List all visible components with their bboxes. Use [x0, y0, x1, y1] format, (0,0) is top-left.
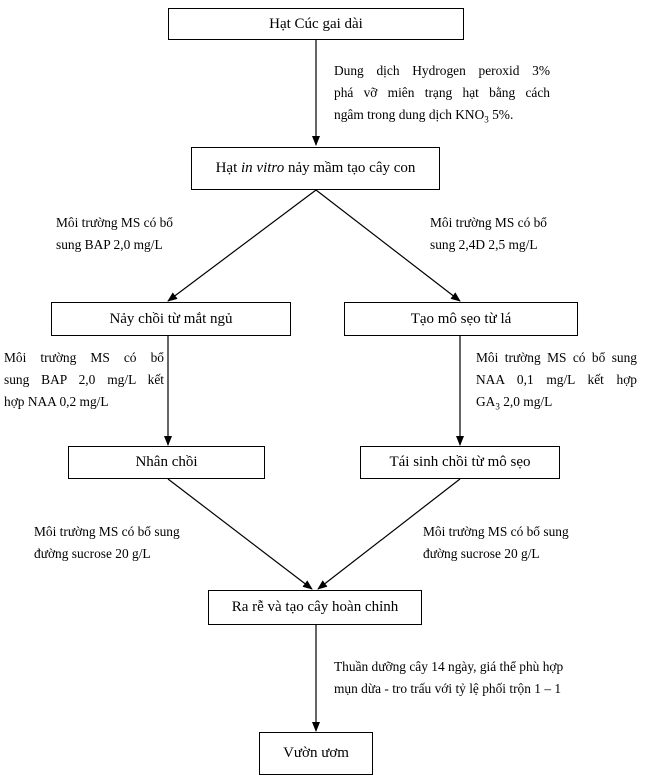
node-shoot-bud: Nảy chồi từ mắt ngủ	[51, 302, 291, 336]
node-regenerate: Tái sinh chồi từ mô sẹo	[360, 446, 560, 479]
label-bap-naa-line3: hợp NAA 0,2 mg/L	[4, 394, 109, 409]
node-nursery: Vườn ươm	[259, 732, 373, 775]
label-acclimatize: Thuần dưỡng cây 14 ngày, giá thể phù hợp…	[334, 659, 564, 696]
node-callus-label: Tạo mô sẹo từ lá	[410, 310, 512, 327]
label-naa-ga: Môi trường MS có bổ sung NAA 0,1 mg/L kế…	[476, 350, 637, 387]
label-2-4d-right: Môi trường MS có bổ sung 2,4D 2,5 mg/L	[430, 215, 548, 252]
node-callus: Tạo mô sẹo từ lá	[344, 302, 578, 336]
label-sucrose-right: Môi trường MS có bổ sung đường sucrose 2…	[423, 524, 569, 561]
node-germinate: Hạt in vitro nảy mầm tạo cây con	[191, 147, 440, 190]
node-shoot-bud-label: Nảy chồi từ mắt ngủ	[109, 310, 233, 327]
node-rooting-label: Ra rễ và tạo cây hoàn chỉnh	[231, 599, 399, 615]
node-multiply-label: Nhân chồi	[135, 454, 198, 470]
arrow-multiply-to-rooting	[167, 478, 313, 590]
label-bap-left: Môi trường MS có bổ sung BAP 2,0 mg/L	[56, 215, 174, 252]
node-nursery-label: Vườn ươm	[283, 745, 349, 761]
label-sucrose-left: Môi trường MS có bổ sung đường sucrose 2…	[34, 524, 180, 561]
label-naa-ga-line3: GA3 2,0 mg/L	[476, 394, 553, 412]
label-sterilize: Dung dịch Hydrogen peroxid 3% phá vỡ miê…	[334, 63, 550, 100]
node-regenerate-label: Tái sinh chồi từ mô sẹo	[389, 454, 531, 470]
label-bap-naa: Môi trường MS có bổ sung BAP 2,0 mg/L kế…	[4, 350, 164, 387]
arrow-regenerate-to-rooting	[317, 478, 461, 590]
arrow-germinate-to-shoot	[167, 189, 317, 302]
node-germinate-label: Hạt in vitro nảy mầm tạo cây con	[215, 160, 416, 176]
arrow-germinate-to-callus	[315, 189, 461, 302]
node-multiply: Nhân chồi	[68, 446, 265, 479]
node-rooting: Ra rễ và tạo cây hoàn chỉnh	[208, 590, 422, 625]
node-seed: Hạt Cúc gai dài	[168, 8, 464, 40]
label-sterilize-line3: ngâm trong dung dịch KNO3 5%.	[334, 107, 514, 125]
node-seed-label: Hạt Cúc gai dài	[269, 15, 363, 32]
